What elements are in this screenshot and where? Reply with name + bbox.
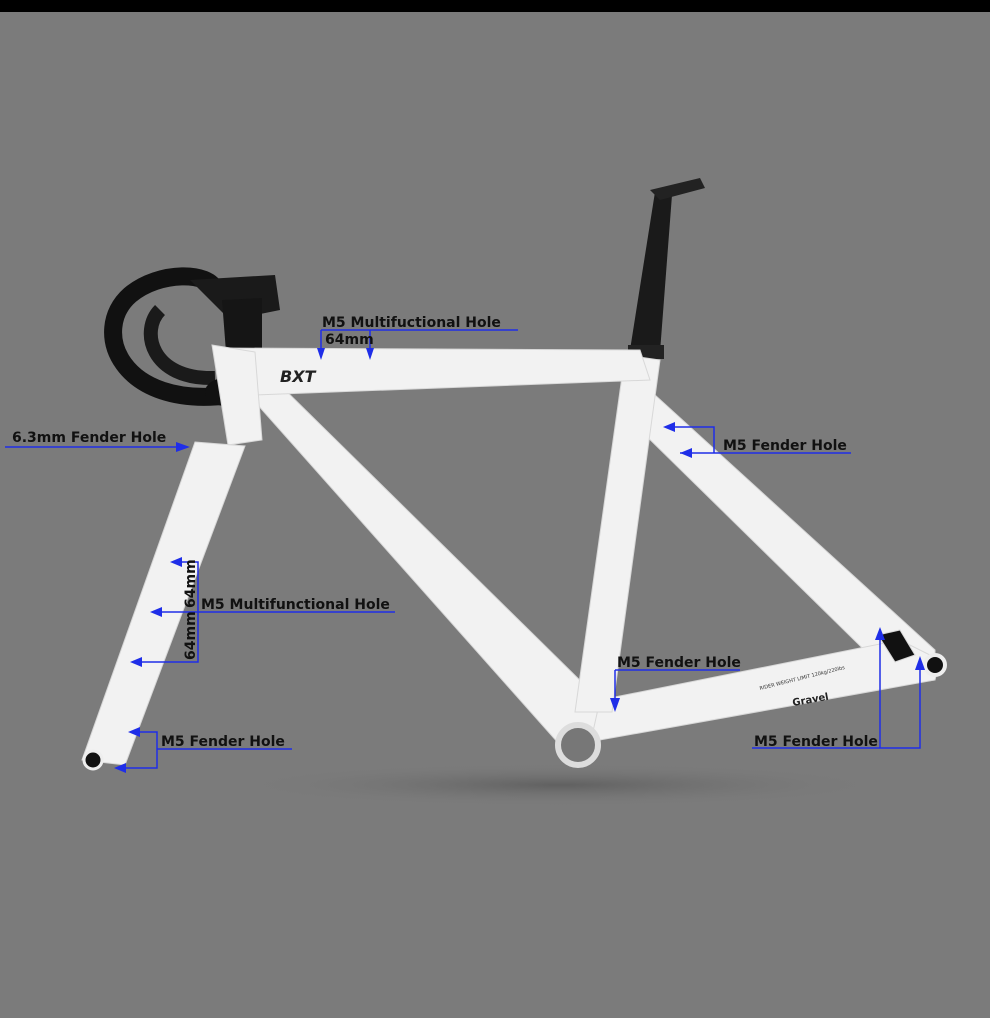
- bottom-bracket: [555, 722, 601, 768]
- annotation-head-tube: 6.3mm Fender Hole: [5, 430, 190, 452]
- top-bar: [0, 0, 990, 12]
- seat-tube: [574, 354, 661, 713]
- down-tube: [239, 379, 601, 746]
- label-top-tube-spacing: 64mm: [325, 332, 374, 348]
- brand-logo: BXT: [280, 367, 317, 386]
- label-fork-spacing-upper: 64mm: [183, 559, 199, 608]
- annotation-top-tube: M5 Multifuctional Hole 64mm: [317, 315, 518, 360]
- label-fork-spacing-lower: 64mm: [183, 611, 199, 660]
- annotation-fork-dropout: M5 Fender Hole: [114, 727, 292, 773]
- seatpost: [628, 178, 705, 359]
- derailleur-hanger: [877, 629, 916, 663]
- label-rear-dropout-hole: M5 Fender Hole: [754, 734, 878, 750]
- front-axle: [82, 749, 104, 771]
- label-seat-stay-hole: M5 Fender Hole: [723, 438, 847, 454]
- rear-axle: [923, 653, 947, 677]
- label-bb-hole: M5 Fender Hole: [617, 655, 741, 671]
- annotation-rear-dropout: M5 Fender Hole: [752, 627, 925, 750]
- label-head-tube-hole: 6.3mm Fender Hole: [12, 430, 166, 446]
- label-top-tube-hole: M5 Multifuctional Hole: [322, 315, 501, 331]
- frame: [81, 344, 947, 771]
- ground-shadow: [230, 763, 890, 807]
- annotation-seat-stay: M5 Fender Hole: [663, 422, 851, 458]
- label-fork-dropout-hole: M5 Fender Hole: [161, 734, 285, 750]
- label-fork-hole: M5 Multifunctional Hole: [201, 597, 390, 613]
- annotation-bottom-bracket: M5 Fender Hole: [610, 655, 741, 712]
- annotation-fork: M5 Multifunctional Hole 64mm 64mm: [130, 557, 395, 667]
- head-tube: [211, 344, 263, 446]
